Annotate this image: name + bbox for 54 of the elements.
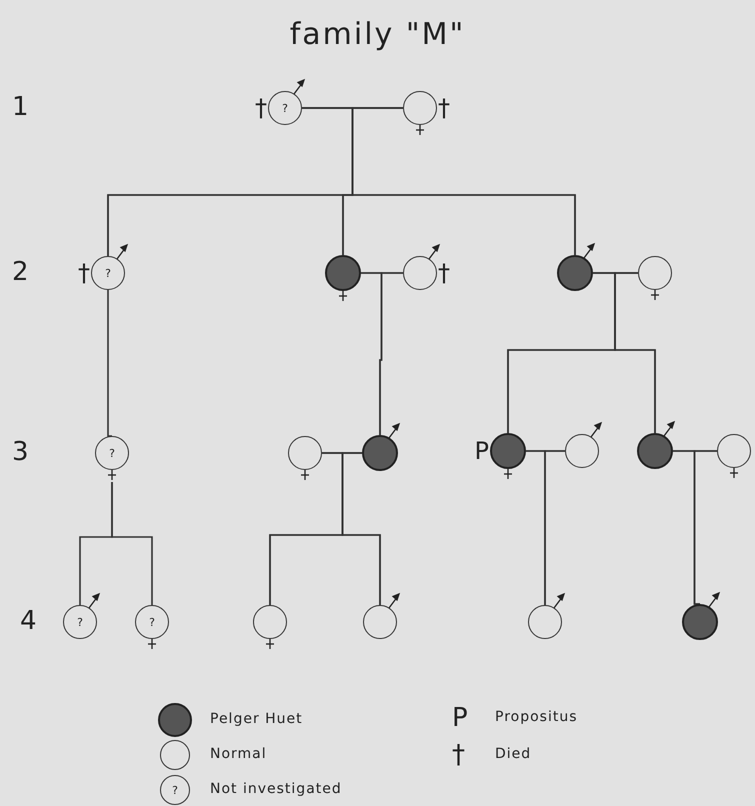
marriage-line	[673, 450, 717, 452]
generation-number: 1	[12, 94, 29, 120]
question-mark: ?	[149, 616, 155, 628]
marriage-line	[593, 272, 638, 274]
person-circle	[528, 605, 562, 639]
generation-number: 4	[20, 608, 37, 634]
legend-label: Not investigated	[210, 782, 342, 796]
person-circle	[95, 436, 129, 470]
question-mark: ?	[77, 616, 83, 628]
question-mark: ?	[105, 268, 111, 278]
marriage-line	[322, 452, 362, 454]
affected-person-circle	[637, 433, 673, 469]
affected-person-circle	[362, 435, 398, 471]
node-annotation: †	[438, 261, 450, 285]
legend-symbol: P	[452, 705, 468, 731]
person-circle	[717, 434, 751, 468]
descent-line	[107, 290, 112, 437]
legend-label: Died	[495, 747, 532, 761]
person-circle	[288, 436, 322, 470]
question-mark: ?	[109, 448, 115, 458]
marriage-line	[302, 107, 403, 109]
person-circle	[403, 256, 437, 290]
descent-line	[107, 107, 354, 256]
person-circle	[268, 91, 302, 125]
descent-line	[269, 452, 344, 605]
affected-person-circle	[682, 604, 718, 640]
person-circle	[135, 605, 169, 639]
generation-number: 2	[12, 259, 29, 285]
node-annotation: †	[438, 96, 450, 120]
legend-label: Normal	[210, 747, 267, 761]
person-circle	[253, 605, 287, 639]
person-circle	[91, 256, 125, 290]
descent-line	[79, 482, 113, 605]
person-circle	[638, 256, 672, 290]
marriage-line	[361, 272, 403, 274]
legend-label: Pelger Huet	[210, 712, 303, 726]
person-circle	[565, 434, 599, 468]
title: family "M"	[288, 20, 466, 50]
marriage-line	[526, 450, 565, 452]
node-annotation: P	[474, 439, 489, 463]
affected-person-circle	[557, 255, 593, 291]
question-mark: ?	[282, 102, 288, 114]
generation-number: 3	[12, 439, 29, 465]
descent-line	[507, 272, 616, 433]
person-circle	[363, 605, 397, 639]
node-annotation: †	[78, 261, 90, 285]
question-mark: ?	[172, 784, 178, 796]
node-annotation: †	[255, 96, 267, 120]
legend-symbol: †	[452, 742, 465, 768]
person-circle	[403, 91, 437, 125]
legend-label: Propositus	[495, 710, 578, 724]
affected-person-circle	[325, 255, 361, 291]
affected-person-circle	[490, 433, 526, 469]
person-circle	[63, 605, 97, 639]
